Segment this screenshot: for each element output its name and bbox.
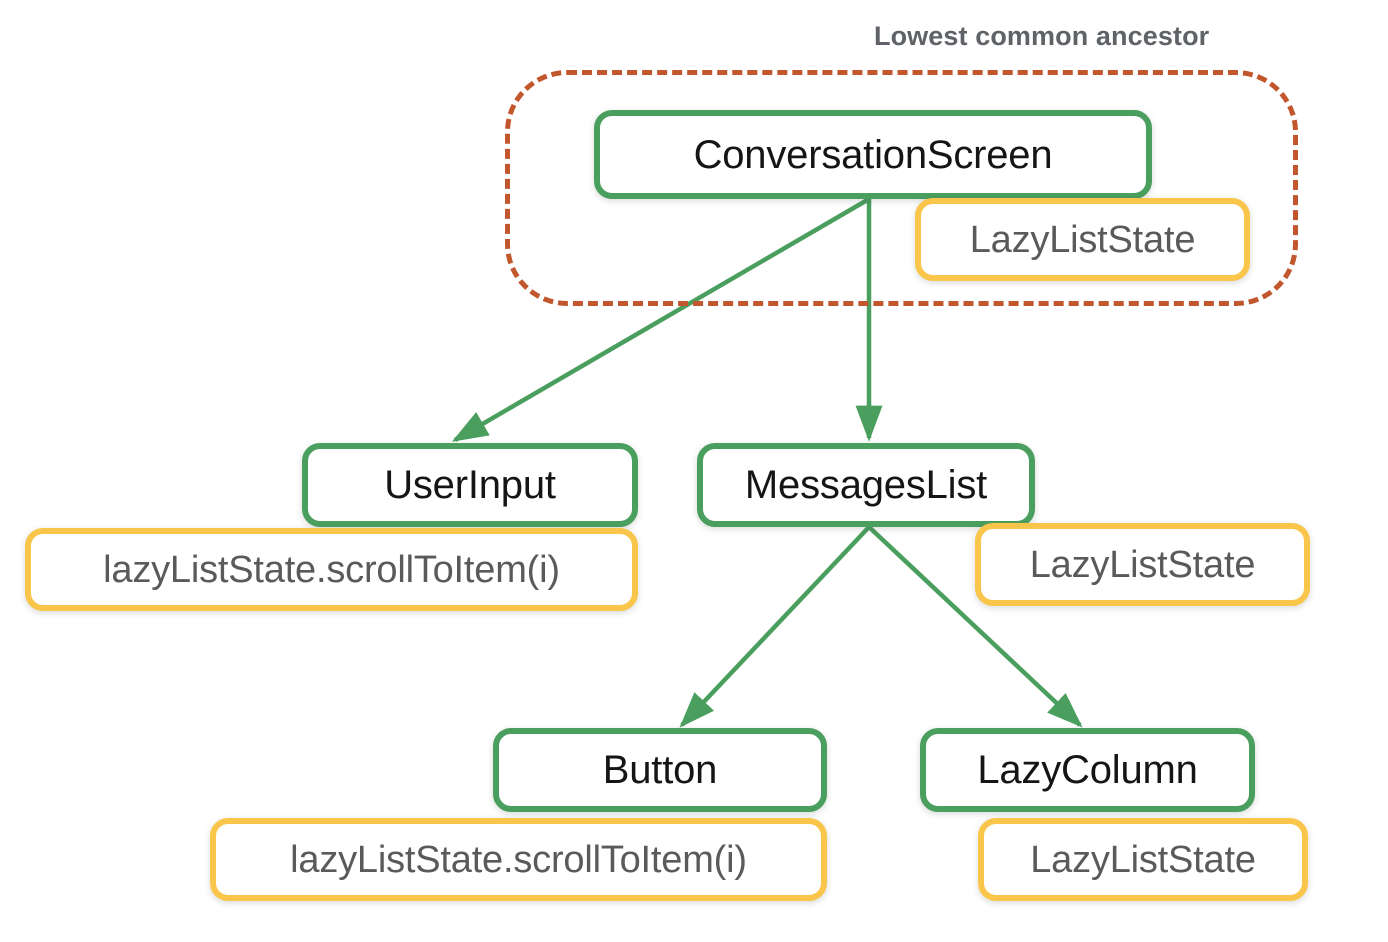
node-label-lazyliststate-lazy-column: LazyListState: [1030, 838, 1256, 881]
node-label-scrolltoitem-user-input: lazyListState.scrollToItem(i): [103, 548, 560, 591]
node-label-lazyliststate-messages-list: LazyListState: [1029, 543, 1256, 586]
node-label-user-input: UserInput: [384, 463, 556, 507]
node-lazyliststate-lazy-column[interactable]: LazyListState: [978, 818, 1308, 901]
lowest-common-ancestor-outline: [505, 70, 1298, 306]
node-label-conversation-screen: ConversationScreen: [693, 132, 1053, 177]
node-lazyliststate-messages-list[interactable]: LazyListState: [975, 523, 1310, 606]
node-label-scrolltoitem-button: lazyListState.scrollToItem(i): [290, 838, 747, 881]
node-scrolltoitem-user-input[interactable]: lazyListState.scrollToItem(i): [25, 528, 638, 611]
node-conversation-screen[interactable]: ConversationScreen: [594, 110, 1152, 199]
node-label-messages-list: MessagesList: [744, 463, 988, 507]
edge-messageslist-button: [679, 525, 871, 728]
node-messages-list[interactable]: MessagesList: [697, 443, 1035, 527]
node-label-lazyliststate-conversation-screen: LazyListState: [969, 218, 1196, 261]
node-button[interactable]: Button: [493, 728, 827, 812]
node-label-lazy-column: LazyColumn: [977, 748, 1198, 792]
node-scrolltoitem-button[interactable]: lazyListState.scrollToItem(i): [210, 818, 827, 901]
lowest-common-ancestor-label: Lowest common ancestor: [874, 21, 1210, 51]
node-lazyliststate-conversation-screen[interactable]: LazyListState: [915, 198, 1250, 281]
node-label-button: Button: [602, 748, 718, 792]
node-lazy-column[interactable]: LazyColumn: [920, 728, 1255, 812]
node-user-input[interactable]: UserInput: [302, 443, 638, 527]
